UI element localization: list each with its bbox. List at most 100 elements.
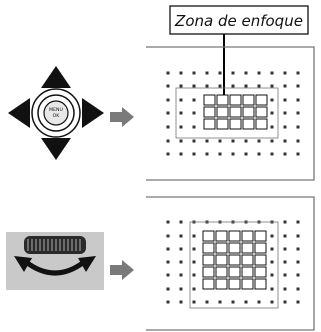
focus-point-dot (257, 139, 261, 143)
focus-area-cell (202, 278, 215, 290)
focus-area-cell (216, 94, 229, 106)
focus-point-dot (296, 84, 300, 88)
focus-area-cell (255, 106, 268, 118)
focus-area-cell (254, 242, 267, 254)
focus-point-dot (270, 139, 274, 143)
focus-area-cell (242, 118, 255, 130)
command-dial-control (6, 232, 104, 290)
focus-point-dot (283, 98, 287, 102)
focus-point-dot (205, 84, 209, 88)
focus-point-dot (231, 84, 235, 88)
focus-area-callout: Zona de enfoque (169, 5, 309, 100)
focus-point-dot (166, 300, 170, 304)
focus-point-dot (179, 287, 183, 291)
focus-area-cell (202, 242, 215, 254)
focus-point-dot (283, 287, 287, 291)
focus-point-dot (192, 71, 196, 75)
focus-point-dot (296, 125, 300, 129)
focus-area-cell (241, 242, 254, 254)
viewfinder-frame-2 (146, 196, 315, 331)
focus-point-dot (244, 152, 248, 156)
focus-point-dot (231, 152, 235, 156)
focus-area-cell (215, 242, 228, 254)
focus-area-cell (241, 254, 254, 266)
focus-point-dot (218, 84, 222, 88)
focus-point-dot (270, 98, 274, 102)
focus-point-dot (270, 247, 274, 251)
callout-label: Zona de enfoque (174, 12, 303, 30)
focus-area-cell (202, 254, 215, 266)
focus-point-dot (166, 139, 170, 143)
focus-point-dot (179, 139, 183, 143)
dial-icon (24, 236, 86, 254)
focus-point-dot (192, 260, 196, 264)
focus-point-dot (270, 300, 274, 304)
focus-point-dot (205, 71, 209, 75)
right-arrow-icon (110, 260, 134, 280)
focus-point-dot (296, 139, 300, 143)
focus-point-dot (166, 98, 170, 102)
focus-point-dot (192, 300, 196, 304)
focus-point-dot (192, 152, 196, 156)
focus-area-cell (241, 230, 254, 242)
focus-area-cell (229, 118, 242, 130)
focus-point-dot (179, 220, 183, 224)
focus-point-dot (270, 273, 274, 277)
focus-point-dot (283, 111, 287, 115)
focus-point-dot (283, 139, 287, 143)
focus-area-cell (215, 254, 228, 266)
focus-point-dot (257, 152, 261, 156)
focus-area-cell (254, 230, 267, 242)
center-button-icon: MENU OK (43, 100, 69, 126)
focus-point-dot (218, 152, 222, 156)
focus-point-dot (296, 260, 300, 264)
focus-point-dot (283, 84, 287, 88)
focus-area-grid-1 (175, 87, 279, 139)
focus-point-dot (166, 273, 170, 277)
focus-point-dots-1 (166, 71, 300, 156)
focus-point-dot (283, 260, 287, 264)
focus-point-dot (166, 247, 170, 251)
focus-point-dot (296, 220, 300, 224)
right-arrow-icon (82, 98, 104, 128)
focus-area-cell (229, 106, 242, 118)
viewfinder-frame-1 (146, 46, 315, 181)
focus-point-dot (296, 300, 300, 304)
focus-point-dot (179, 84, 183, 88)
focus-point-dot (179, 260, 183, 264)
up-arrow-icon (41, 66, 71, 88)
focus-point-dot (192, 98, 196, 102)
selector-pad-control: MENU OK (8, 66, 104, 160)
focus-point-dot (283, 220, 287, 224)
focus-area-cell (228, 254, 241, 266)
focus-point-dot (231, 139, 235, 143)
focus-point-dot (192, 84, 196, 88)
focus-point-dot (166, 111, 170, 115)
focus-point-dot (179, 234, 183, 238)
focus-point-dot (283, 300, 287, 304)
focus-point-dot (231, 300, 235, 304)
focus-point-dot (192, 234, 196, 238)
focus-point-dot (179, 300, 183, 304)
focus-point-dot (270, 234, 274, 238)
focus-point-dot (166, 220, 170, 224)
down-arrow-icon (41, 138, 71, 160)
focus-point-dot (192, 273, 196, 277)
focus-area-cell (228, 278, 241, 290)
focus-point-dot (257, 300, 261, 304)
focus-point-dot (296, 273, 300, 277)
focus-point-dot (179, 273, 183, 277)
focus-point-dot (283, 152, 287, 156)
focus-point-dot (231, 71, 235, 75)
focus-area-cell (203, 94, 216, 106)
focus-area-cell (215, 230, 228, 242)
action-arrow-2 (110, 260, 134, 280)
focus-area-cell (229, 94, 242, 106)
focus-point-dot (179, 247, 183, 251)
focus-point-dot (244, 84, 248, 88)
focus-area-grid-2 (189, 221, 279, 309)
focus-point-dot (218, 300, 222, 304)
focus-area-cell (216, 106, 229, 118)
focus-area-cell (202, 266, 215, 278)
focus-point-dot (283, 71, 287, 75)
